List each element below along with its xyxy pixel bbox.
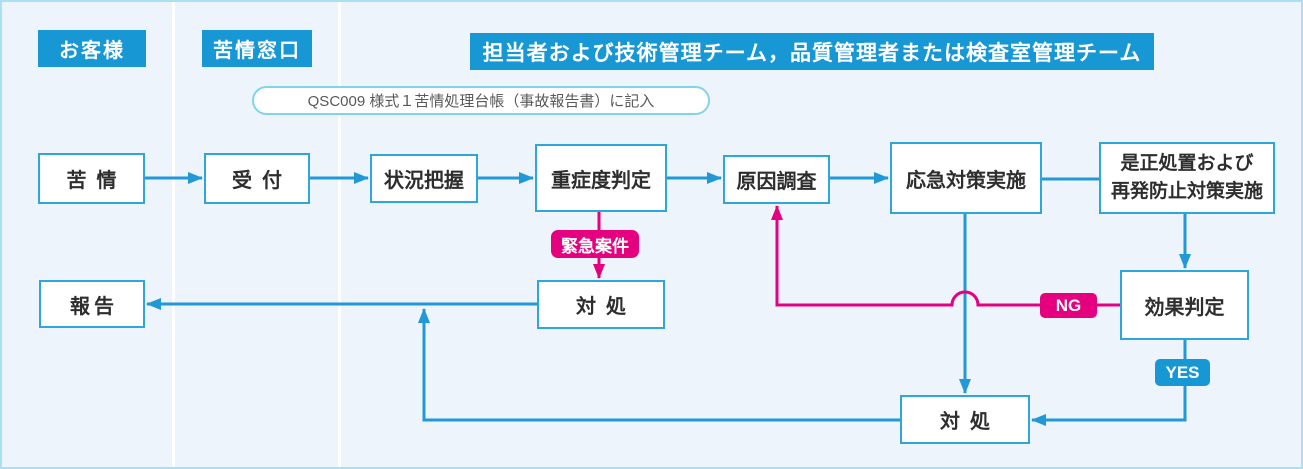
note-pill: QSC009 様式１苦情処理台帳（事故報告書）に記入 bbox=[252, 86, 710, 115]
note-text: QSC009 様式１苦情処理台帳（事故報告書）に記入 bbox=[307, 93, 655, 110]
edge-label-ng: NG bbox=[1040, 293, 1097, 318]
node-complaint-label: 苦情 bbox=[66, 170, 127, 192]
node-corrective-label: 是正処置および 再発防止対策実施 bbox=[1111, 150, 1263, 205]
node-severity-label: 重症度判定 bbox=[551, 169, 651, 192]
connector-effect-check-ng-to-cause bbox=[771, 205, 1120, 307]
node-effect-check-label: 効果判定 bbox=[1144, 296, 1225, 319]
node-handle-urgent-label: 対処 bbox=[576, 296, 636, 318]
node-severity: 重症度判定 bbox=[535, 144, 667, 212]
node-emergency-action: 応急対策実施 bbox=[890, 142, 1042, 214]
node-reception: 受付 bbox=[204, 153, 310, 204]
node-situation: 状況把握 bbox=[370, 154, 478, 203]
node-corrective: 是正処置および 再発防止対策実施 bbox=[1099, 142, 1275, 214]
lane-header-team: 担当者および技術管理チーム，品質管理者または検査室管理チーム bbox=[470, 33, 1154, 70]
node-report-label: 報告 bbox=[70, 295, 118, 318]
node-handle-final-label: 対処 bbox=[940, 411, 1000, 433]
node-emergency-action-label: 応急対策実施 bbox=[906, 169, 1026, 192]
lane-header-customer-label: お客様 bbox=[59, 40, 125, 62]
node-corrective-line1: 是正処置および bbox=[1120, 153, 1254, 175]
lane-divider-2 bbox=[338, 2, 341, 467]
edge-label-yes: YES bbox=[1155, 359, 1210, 386]
edge-label-urgent-text: 緊急案件 bbox=[561, 236, 629, 256]
lane-header-customer: お客様 bbox=[38, 30, 146, 67]
lane-divider-1 bbox=[172, 2, 175, 467]
node-reception-label: 受付 bbox=[232, 170, 292, 192]
node-situation-label: 状況把握 bbox=[384, 170, 464, 192]
node-report: 報告 bbox=[39, 280, 145, 328]
node-handle-urgent: 対処 bbox=[537, 280, 665, 329]
lane-header-complaint-desk: 苦情窓口 bbox=[202, 30, 312, 67]
node-complaint: 苦情 bbox=[38, 153, 145, 204]
connector-handle-final-to-report-join bbox=[418, 308, 900, 422]
node-cause: 原因調査 bbox=[723, 155, 830, 204]
edge-label-urgent: 緊急案件 bbox=[551, 230, 639, 258]
node-cause-label: 原因調査 bbox=[736, 171, 817, 193]
lane-header-complaint-desk-label: 苦情窓口 bbox=[213, 40, 301, 62]
edge-label-ng-text: NG bbox=[1055, 295, 1082, 315]
node-handle-final: 対処 bbox=[900, 395, 1030, 444]
lane-header-team-label: 担当者および技術管理チーム，品質管理者または検査室管理チーム bbox=[482, 41, 1142, 65]
node-effect-check: 効果判定 bbox=[1120, 270, 1249, 340]
edge-label-yes-text: YES bbox=[1165, 362, 1200, 382]
node-corrective-line2: 再発防止対策実施 bbox=[1110, 181, 1263, 202]
